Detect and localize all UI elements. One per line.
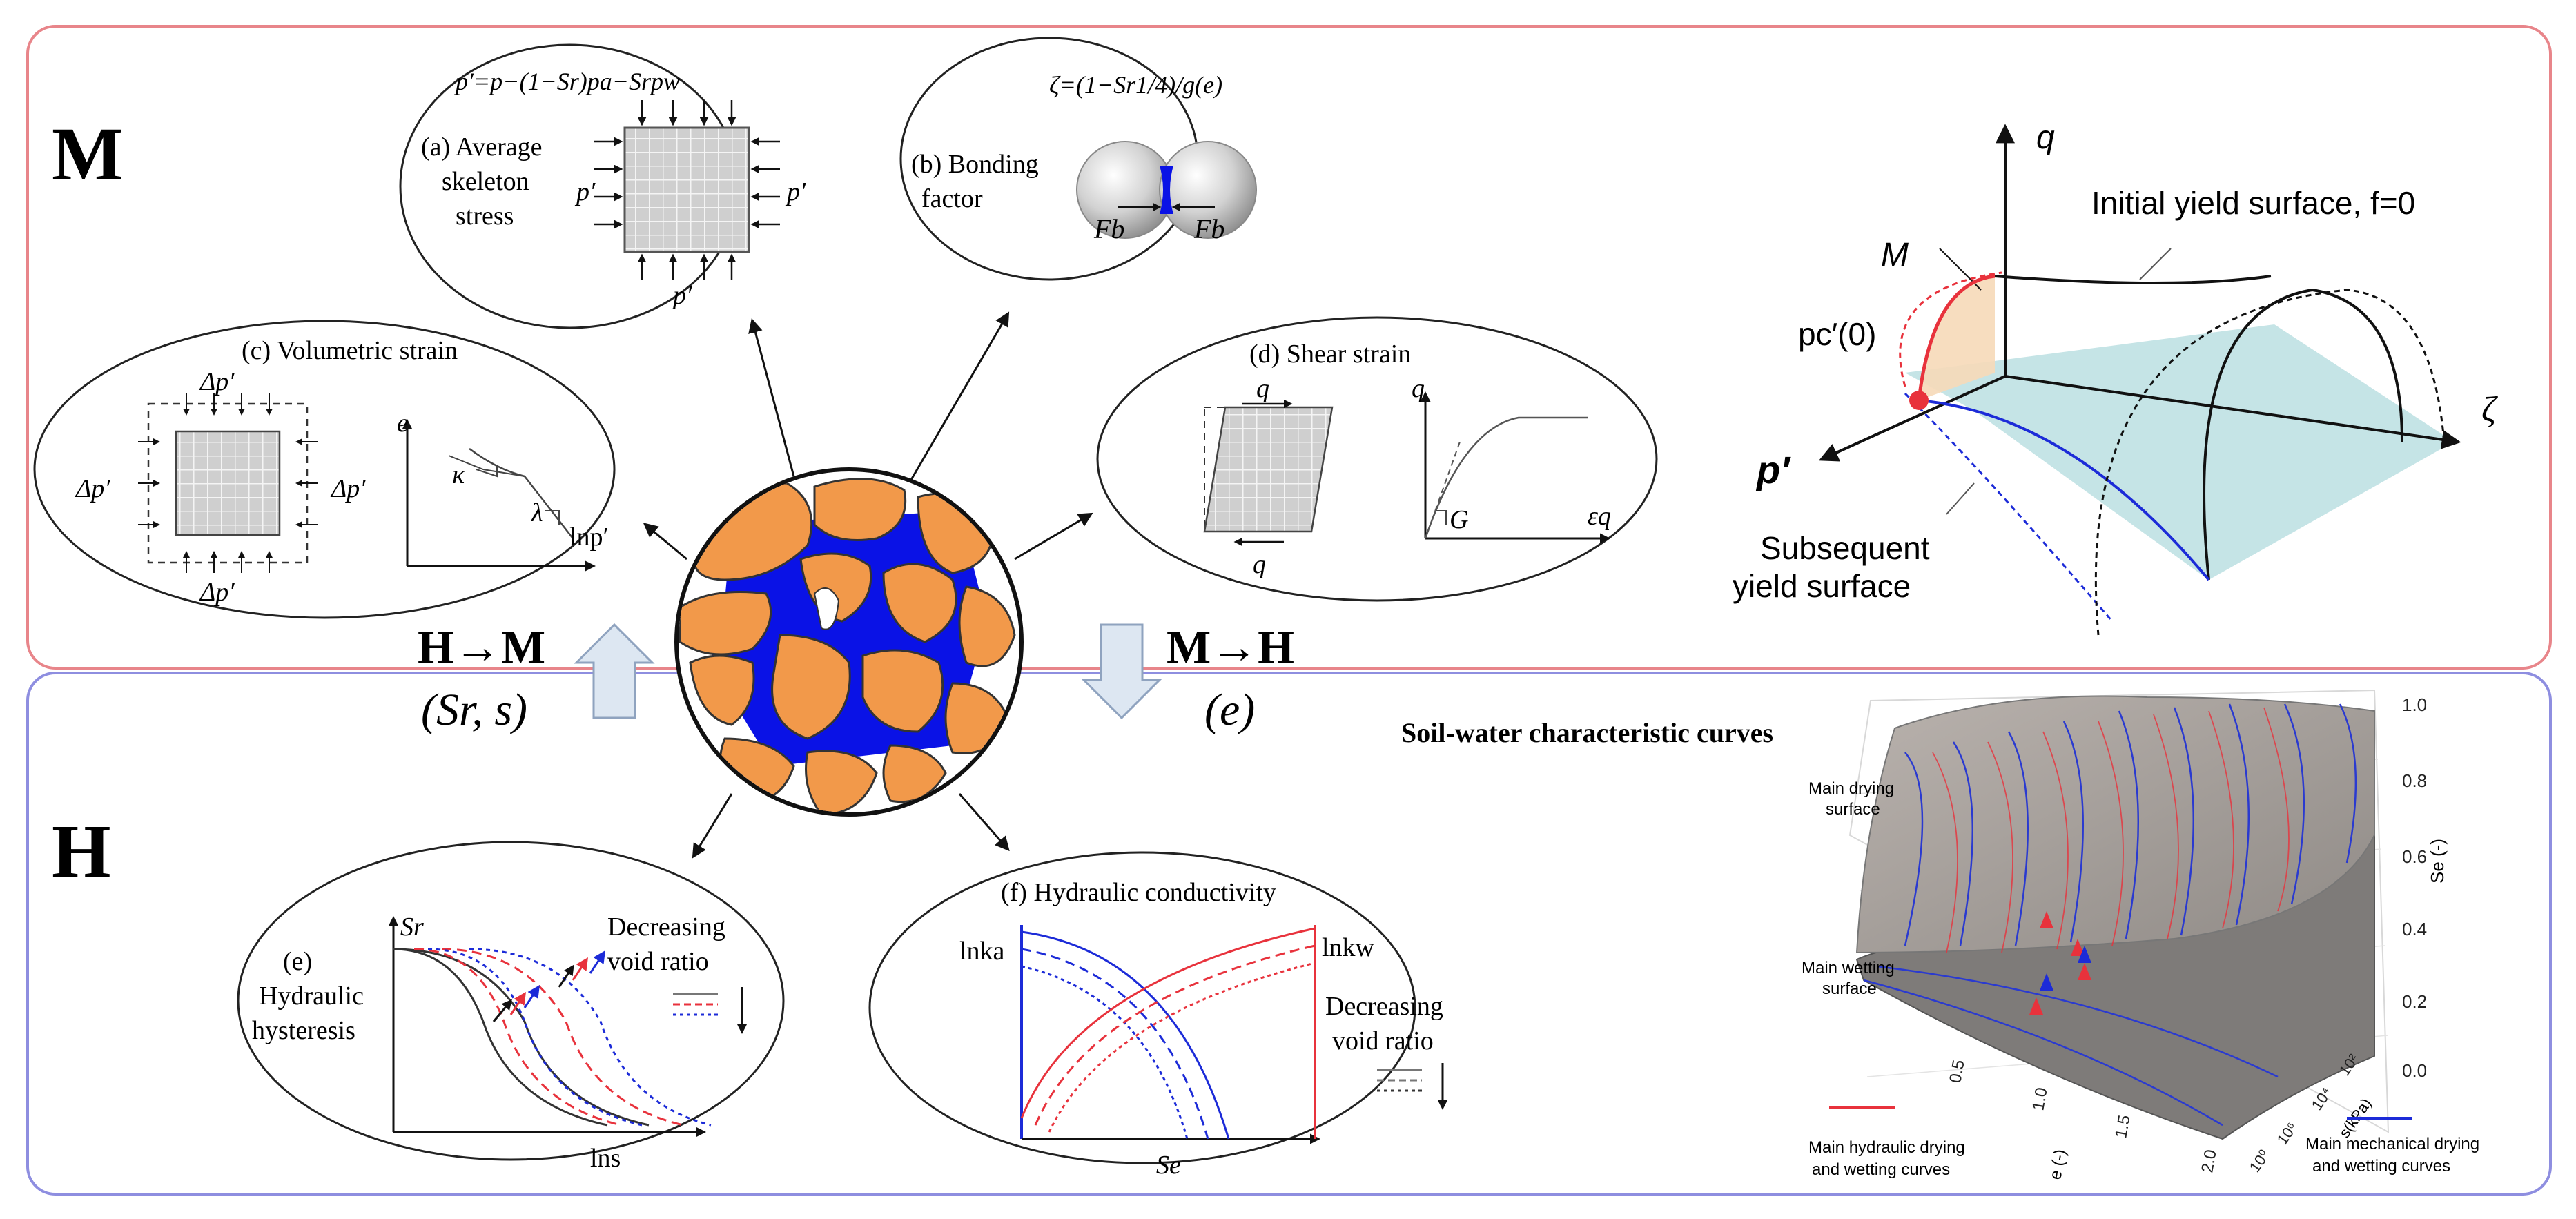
swcc-e-axis: e (-) bbox=[2046, 1148, 2069, 1181]
svg-text:10⁶: 10⁶ bbox=[2274, 1119, 2301, 1148]
svg-text:10⁴: 10⁴ bbox=[2308, 1084, 2336, 1113]
swcc-e-ticks: 0.5 1.0 1.5 2.0 bbox=[1946, 1058, 2220, 1174]
bubble-c-dp-top: Δp′ bbox=[199, 367, 235, 396]
bubble-f-axis-x: Se bbox=[1156, 1151, 1181, 1180]
bubble-d-axis-x: εq bbox=[1588, 502, 1611, 531]
h-to-m-vars: (Sr, s) bbox=[421, 685, 527, 735]
bubble-b-force-left: Fb bbox=[1093, 213, 1124, 244]
yield-m-label: M bbox=[1881, 237, 1909, 273]
yield-subsequent-2: yield surface bbox=[1733, 568, 1911, 604]
bubble-b-title-2: factor bbox=[921, 184, 983, 213]
bubble-e-title-2: Hydraulic bbox=[259, 982, 364, 1011]
bubble-f-note-2: void ratio bbox=[1332, 1026, 1434, 1055]
bubble-c-dp-left: Δp′ bbox=[75, 474, 110, 503]
swcc-mechanical-legend-2: and wetting curves bbox=[2312, 1157, 2450, 1176]
svg-text:1.0: 1.0 bbox=[2029, 1086, 2051, 1112]
bubble-c-lambda: λ bbox=[531, 498, 543, 527]
bubble-c-kappa: κ bbox=[452, 460, 465, 489]
m-to-h-arrow bbox=[1081, 623, 1162, 720]
bubble-f-kw: lnkw bbox=[1322, 933, 1375, 962]
bubble-f-hydraulic-conductivity: (f) Hydraulic conductivity lnka lnkw Se … bbox=[868, 851, 1448, 1180]
bubble-a-skeleton-stress: p′=p−(1−Sr)pa−Srpw (a) Average skeleton … bbox=[399, 43, 806, 329]
bubble-a-p-left: p′ bbox=[574, 177, 596, 206]
bubble-d-shear-strain: (d) Shear strain q q q εq G bbox=[1096, 316, 1658, 602]
hydraulic-panel bbox=[26, 672, 2552, 1196]
swcc-title: Soil-water characteristic curves bbox=[1401, 717, 1773, 748]
bubble-e-title-1: (e) bbox=[283, 947, 312, 976]
bubble-f-title: (f) Hydraulic conductivity bbox=[1001, 878, 1276, 907]
yield-subsequent-1: Subsequent bbox=[1760, 530, 1930, 566]
bubble-a-p-right: p′ bbox=[785, 177, 806, 206]
swcc-drying-label-1: Main drying bbox=[1808, 779, 1894, 798]
mechanical-label: M bbox=[52, 112, 124, 196]
m-to-h-label: M→H bbox=[1167, 621, 1294, 673]
svg-text:0.5: 0.5 bbox=[1946, 1058, 1968, 1084]
svg-text:1.5: 1.5 bbox=[2111, 1113, 2134, 1140]
bubble-b-equation: ζ=(1−Sr1/4)/g(e) bbox=[1049, 71, 1222, 99]
bubble-e-note-1: Decreasing bbox=[607, 913, 725, 942]
bubble-c-title: (c) Volumetric strain bbox=[242, 336, 458, 365]
yield-zeta-axis: ζ bbox=[2481, 390, 2498, 429]
svg-text:2.0: 2.0 bbox=[2198, 1148, 2220, 1174]
yield-q-axis: q bbox=[2036, 119, 2055, 156]
hydraulic-label: H bbox=[52, 809, 111, 893]
mechanical-panel bbox=[26, 25, 2552, 670]
bubble-d-axis-y: q bbox=[1412, 374, 1425, 403]
yield-pc-label: pc′(0) bbox=[1798, 316, 1876, 352]
m-to-h-vars: (e) bbox=[1204, 685, 1255, 735]
swcc-hydraulic-legend-2: and wetting curves bbox=[1812, 1160, 1950, 1179]
bubble-a-title-2: skeleton bbox=[442, 167, 529, 196]
bubble-c-axis-x: lnp′ bbox=[569, 523, 609, 552]
bubble-b-bonding-factor: ζ=(1−Sr1/4)/g(e) (b) Bonding factor Fb F… bbox=[899, 37, 1257, 281]
bubble-c-dp-bottom: Δp′ bbox=[199, 578, 235, 607]
bubble-e-note-2: void ratio bbox=[607, 947, 709, 976]
swcc-se-ticks: 1.0 0.8 0.6 0.4 0.2 0.0 bbox=[2402, 694, 2427, 1081]
bubble-b-title-1: (b) Bonding bbox=[911, 150, 1039, 179]
stress-element bbox=[623, 126, 750, 253]
bubble-d-title: (d) Shear strain bbox=[1249, 340, 1411, 369]
bubble-c-dp-right: Δp′ bbox=[330, 474, 366, 503]
bubble-d-q-bottom: q bbox=[1253, 550, 1266, 579]
yield-surface-plot: q p′ ζ M pc′(0) Initial yield surface, f… bbox=[1733, 119, 2498, 636]
swcc-plot: Soil-water characteristic curves bbox=[1401, 689, 2479, 1181]
soil-microstructure bbox=[674, 467, 1024, 817]
svg-text:0.4: 0.4 bbox=[2402, 919, 2427, 939]
svg-text:10⁰: 10⁰ bbox=[2246, 1147, 2274, 1176]
yield-p-axis: p′ bbox=[1755, 448, 1791, 491]
svg-text:0.2: 0.2 bbox=[2402, 991, 2427, 1012]
swcc-wetting-label-1: Main wetting bbox=[1802, 959, 1895, 977]
svg-text:0.8: 0.8 bbox=[2402, 770, 2427, 791]
swcc-se-axis: Se (-) bbox=[2427, 839, 2448, 884]
swcc-hydraulic-legend-1: Main hydraulic drying bbox=[1808, 1138, 1965, 1157]
svg-text:0.0: 0.0 bbox=[2402, 1060, 2427, 1081]
swcc-wetting-label-2: surface bbox=[1822, 979, 1877, 998]
bubble-a-equation: p′=p−(1−Sr)pa−Srpw bbox=[453, 68, 680, 95]
bubble-a-title-3: stress bbox=[456, 202, 514, 231]
bubble-e-axis-x: lns bbox=[590, 1144, 621, 1173]
bubble-b-force-right: Fb bbox=[1193, 213, 1224, 244]
svg-text:0.6: 0.6 bbox=[2402, 846, 2427, 867]
bubble-f-ka: lnka bbox=[959, 937, 1005, 966]
bubble-e-axis-y: Sr bbox=[400, 913, 424, 942]
swcc-drying-label-2: surface bbox=[1826, 800, 1880, 819]
swcc-mechanical-legend-1: Main mechanical drying bbox=[2305, 1135, 2479, 1153]
bubble-a-p-bottom: p′ bbox=[671, 281, 692, 310]
bubble-f-note-1: Decreasing bbox=[1325, 992, 1443, 1021]
h-to-m-arrow bbox=[574, 623, 655, 719]
bubble-c-volumetric-strain: (c) Volumetric strain Δp′ Δp′ Δp′ Δp′ bbox=[33, 320, 616, 619]
h-to-m-label: H→M bbox=[418, 621, 545, 673]
bubble-d-g: G bbox=[1450, 505, 1468, 534]
bubble-c-axis-y: e bbox=[397, 409, 409, 438]
svg-text:1.0: 1.0 bbox=[2402, 694, 2427, 715]
link-arrows bbox=[643, 311, 1093, 859]
bubble-d-q-top: q bbox=[1256, 374, 1269, 403]
bubble-a-title-1: (a) Average bbox=[421, 133, 542, 162]
yield-initial-label: Initial yield surface, f=0 bbox=[2091, 185, 2415, 221]
bubble-e-hydraulic-hysteresis: Sr lns (e) Hydraulic hysteresis Decreasi… bbox=[237, 841, 785, 1173]
bubble-e-title-3: hysteresis bbox=[252, 1016, 355, 1045]
